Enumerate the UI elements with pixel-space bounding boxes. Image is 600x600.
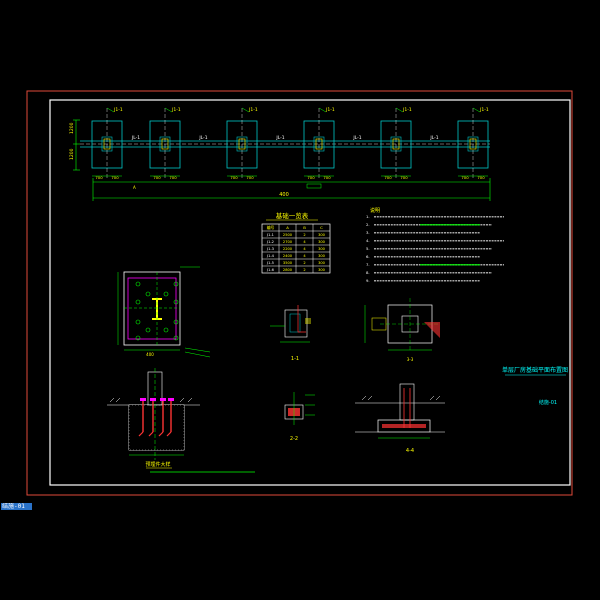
- table-cell: 3500: [283, 261, 293, 265]
- section-4-4-label: 4-4: [406, 448, 414, 454]
- axis-label-5: J1-1: [402, 107, 412, 113]
- svg-text:700: 700: [384, 175, 392, 180]
- outer-frame: [26, 90, 573, 496]
- note-line-2: 2.: [366, 222, 370, 227]
- table-cell: 4: [303, 254, 306, 258]
- overall-dim: 400: [279, 192, 289, 198]
- foundation-plan: J1-1 700 700 JL-1 J1-1 700 700 JL-1 J1-1 700 700 JL…: [69, 107, 491, 201]
- anchor-bolt: [173, 281, 179, 287]
- note-line-3: 3.: [366, 230, 370, 235]
- svg-text:700: 700: [246, 175, 254, 180]
- anchor-bolt: [163, 327, 169, 333]
- table-header-3: C: [320, 225, 323, 230]
- beam-label-3: JL-1: [275, 135, 284, 141]
- beam-label-1: JL-1: [131, 135, 140, 141]
- toolbar-tab[interactable]: 结施-01: [1, 503, 32, 510]
- anchor-bolt: [173, 319, 179, 325]
- note-line-8: 8.: [366, 270, 370, 275]
- embed-section: 预埋件大样: [107, 368, 255, 473]
- svg-text:700: 700: [307, 175, 315, 180]
- section-4-4: 4-4: [355, 383, 445, 454]
- table-cell: 2: [303, 261, 305, 265]
- table-header-1: A: [286, 225, 289, 230]
- table-cell: 300: [318, 247, 326, 251]
- svg-text:A: A: [133, 185, 136, 190]
- note-line-4: 4.: [366, 238, 370, 243]
- table-cell: 300: [318, 268, 326, 272]
- left-dim-bottom: 1200: [69, 148, 75, 160]
- anchor-bolt: [135, 281, 141, 287]
- table-cell: 2: [303, 268, 305, 272]
- table-cell: 2400: [283, 254, 293, 258]
- anchor-bolt: [173, 299, 179, 305]
- beam-label-5: JL-1: [429, 135, 438, 141]
- axis-label-6: J1-1: [479, 107, 489, 113]
- svg-text:700: 700: [169, 175, 177, 180]
- table-header-0: 编号: [267, 225, 275, 230]
- sheet-title: 单层厂房基础平面布置图: [502, 366, 568, 374]
- note-line-6: 6.: [366, 254, 370, 259]
- base-plate-plan: 400: [117, 266, 211, 358]
- table-cell: 300: [318, 254, 326, 258]
- table-cell: 2700: [283, 240, 293, 244]
- section-1-1-label: 1-1: [291, 356, 299, 362]
- table-cell: J1-3: [266, 247, 274, 251]
- svg-text:700: 700: [323, 175, 331, 180]
- table-cell: 300: [318, 240, 326, 244]
- section-3-3-label: 3-3: [407, 357, 414, 362]
- embed-detail-label: 预埋件大样: [145, 461, 170, 468]
- table-cell: 4: [303, 247, 306, 251]
- note-line-1: 1.: [366, 214, 370, 219]
- anchor-bolt: [135, 299, 141, 305]
- svg-text:700: 700: [153, 175, 161, 180]
- sheet-number: 结施-01: [539, 399, 557, 406]
- table-cell: 300: [318, 261, 326, 265]
- svg-text:700: 700: [111, 175, 119, 180]
- inner-frame: [49, 99, 571, 486]
- table-cell: 2200: [283, 247, 293, 251]
- anchor-bolt: [135, 335, 141, 341]
- left-dim-top: 1200: [69, 122, 75, 134]
- axis-label-4: J1-1: [325, 107, 335, 113]
- note-line-5: 5.: [366, 246, 370, 251]
- table-cell: J1-4: [266, 254, 275, 258]
- section-2-2: 2-2: [284, 392, 315, 442]
- beam-label-4: JL-1: [352, 135, 361, 141]
- table-cell: J1-1: [266, 233, 274, 237]
- axis-label-1: J1-1: [113, 107, 123, 113]
- table-cell: 4: [303, 240, 306, 244]
- svg-text:700: 700: [400, 175, 408, 180]
- table-cell: J1-5: [266, 261, 274, 265]
- note-line-9: 9.: [366, 278, 370, 283]
- beam-label-2: JL-1: [198, 135, 207, 141]
- section-3-3: 3-3: [364, 298, 440, 362]
- anchor-bolt: [145, 327, 151, 333]
- general-notes: 说明 1. 2. 3. 4. 5. 6. 7. 8. 9.: [366, 207, 504, 283]
- table-cell: 2: [303, 233, 305, 237]
- table-header-2: B: [303, 225, 306, 230]
- table-title: 基础一览表: [276, 211, 309, 220]
- anchor-bolt: [145, 291, 151, 297]
- section-1-1: 1-1: [270, 305, 311, 362]
- svg-text:700: 700: [95, 175, 103, 180]
- svg-text:700: 700: [461, 175, 469, 180]
- axis-label-2: J1-1: [171, 107, 181, 113]
- table-cell: 2500: [283, 233, 293, 237]
- table-cell: J1-6: [266, 268, 275, 272]
- table-cell: J1-2: [266, 240, 274, 244]
- svg-text:700: 700: [230, 175, 238, 180]
- section-2-2-label: 2-2: [290, 436, 298, 442]
- notes-heading: 说明: [370, 207, 380, 214]
- note-line-7: 7.: [366, 262, 370, 267]
- table-cell: 2800: [283, 268, 293, 272]
- table-cell: 300: [318, 233, 326, 237]
- svg-text:700: 700: [477, 175, 485, 180]
- svg-text:400: 400: [146, 352, 154, 357]
- axis-label-3: J1-1: [248, 107, 258, 113]
- anchor-bolt: [173, 335, 179, 341]
- anchor-bolt: [163, 291, 169, 297]
- anchor-bolt: [135, 319, 141, 325]
